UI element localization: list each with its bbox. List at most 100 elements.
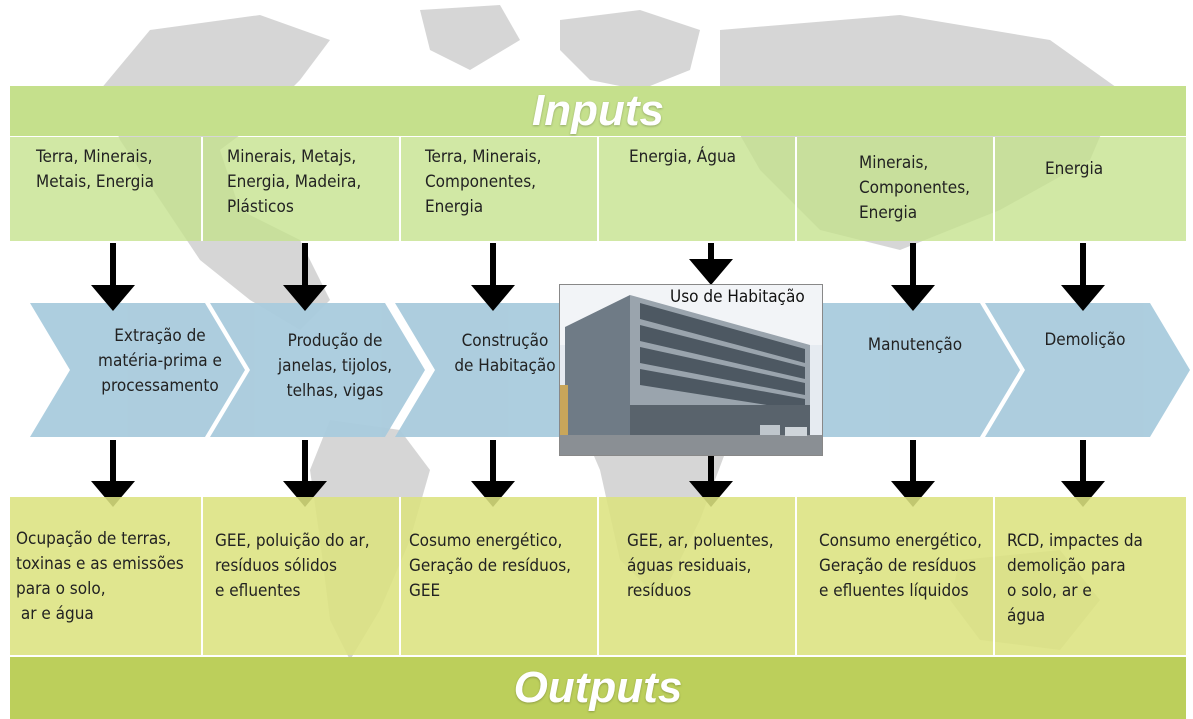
inputs-header: Inputs bbox=[10, 86, 1186, 136]
output-text-4: GEE, ar, poluentes, águas residuais, resíd… bbox=[627, 529, 789, 604]
text-line: Terra, Minerais, bbox=[36, 147, 153, 167]
text-line: Energia, Madeira, bbox=[227, 172, 362, 192]
text-line: Demolição bbox=[1044, 330, 1126, 350]
input-cell-6: Energia bbox=[995, 137, 1186, 241]
input-text-4: Energia, Água bbox=[629, 145, 787, 170]
text-line: Geração de resíduos, bbox=[409, 556, 572, 576]
text-line: Plásticos bbox=[227, 197, 294, 217]
text-line: Terra, Minerais, bbox=[425, 147, 542, 167]
step-text-6: Demolição bbox=[1030, 328, 1140, 353]
output-arrow-4 bbox=[689, 455, 733, 507]
step-text-5: Manutenção bbox=[850, 333, 980, 358]
text-line: Uso de Habitação bbox=[670, 287, 805, 307]
text-line: o solo, ar e bbox=[1007, 581, 1092, 601]
step-text-4: Uso de Habitação bbox=[670, 287, 805, 307]
output-text-5: Consumo energético, Geração de resíduos e … bbox=[819, 529, 987, 604]
text-line: Consumo energético, bbox=[819, 531, 983, 551]
output-text-2: GEE, poluição do ar, resíduos sólidos e ef… bbox=[215, 529, 393, 604]
text-line: Cosumo energético, bbox=[409, 531, 563, 551]
input-cell-4: Energia, Água bbox=[599, 137, 797, 241]
input-arrow-5 bbox=[891, 243, 935, 311]
input-cell-1: Terra, Minerais, Metais, Energia bbox=[10, 137, 203, 241]
building-illustration bbox=[560, 285, 822, 455]
input-text-2: Minerais, Metajs, Energia, Madeira, Plásti… bbox=[227, 145, 391, 220]
chevron-3 bbox=[395, 303, 605, 437]
output-cell-1: Ocupação de terras, toxinas e as emissões… bbox=[10, 497, 203, 655]
text-line: GEE bbox=[409, 581, 441, 601]
input-arrow-1 bbox=[91, 243, 135, 311]
text-line: e efluentes bbox=[215, 581, 301, 601]
output-arrow-6 bbox=[1061, 440, 1105, 507]
output-arrow-5 bbox=[891, 440, 935, 507]
map-greenland bbox=[420, 5, 520, 70]
step-label-2: Produção de janelas, tijolos, telhas, viga… bbox=[255, 329, 415, 404]
output-text-3: Cosumo energético, Geração de resíduos, GE… bbox=[409, 529, 591, 604]
input-text-6: Energia bbox=[1045, 157, 1178, 182]
text-line: Minerais, Metajs, bbox=[227, 147, 357, 167]
step-label-4: Uso de Habitação bbox=[670, 287, 805, 307]
text-line: janelas, tijolos, bbox=[277, 356, 393, 376]
text-line: Metais, Energia bbox=[36, 172, 154, 192]
text-line: Minerais, bbox=[859, 153, 929, 173]
text-line: Energia bbox=[425, 197, 484, 217]
map-europe bbox=[560, 10, 700, 90]
text-line: resíduos bbox=[627, 581, 692, 601]
text-line: de Habitação bbox=[454, 356, 556, 376]
input-text-1: Terra, Minerais, Metais, Energia bbox=[36, 145, 193, 195]
text-line: GEE, ar, poluentes, bbox=[627, 531, 774, 551]
input-arrow-4 bbox=[689, 243, 733, 285]
text-line: demolição para bbox=[1007, 556, 1126, 576]
outputs-header: Outputs bbox=[10, 657, 1186, 719]
output-cell-2: GEE, poluição do ar, resíduos sólidos e ef… bbox=[203, 497, 401, 655]
text-line: resíduos sólidos bbox=[215, 556, 337, 576]
chevron-1 bbox=[30, 303, 245, 437]
input-cell-5: Minerais, Componentes, Energia bbox=[797, 137, 995, 241]
input-cell-2: Minerais, Metajs, Energia, Madeira, Plásti… bbox=[203, 137, 401, 241]
text-line: Componentes, bbox=[859, 178, 971, 198]
input-text-3: Terra, Minerais, Componentes, Energia bbox=[425, 145, 589, 220]
text-line: para o solo, bbox=[16, 579, 106, 599]
text-line: Energia, Água bbox=[629, 147, 737, 167]
step-label-5: Manutenção bbox=[850, 333, 980, 358]
input-arrow-6 bbox=[1061, 243, 1105, 311]
chevron-4 bbox=[770, 303, 1020, 437]
output-arrow-2 bbox=[283, 440, 327, 507]
input-text-5: Minerais, Componentes, Energia bbox=[859, 151, 985, 226]
text-line: toxinas e as emissões bbox=[16, 554, 184, 574]
text-line: e efluentes líquidos bbox=[819, 581, 969, 601]
text-line: GEE, poluição do ar, bbox=[215, 531, 370, 551]
text-line: água bbox=[1007, 606, 1046, 626]
output-text-1: Ocupação de terras, toxinas e as emissões… bbox=[16, 527, 195, 627]
text-line: Manutenção bbox=[867, 335, 963, 355]
output-cell-5: Consumo energético, Geração de resíduos e … bbox=[797, 497, 995, 655]
text-line: matéria-prima e bbox=[98, 351, 222, 371]
input-arrow-3 bbox=[471, 243, 515, 311]
chevron-5 bbox=[985, 303, 1190, 437]
text-line: Energia bbox=[1045, 159, 1104, 179]
text-line: águas residuais, bbox=[627, 556, 752, 576]
step-label-3: Construção de Habitação bbox=[440, 329, 570, 379]
output-arrow-1 bbox=[91, 440, 135, 507]
step-text-2: Produção de janelas, tijolos, telhas, viga… bbox=[255, 329, 415, 404]
chevron-2 bbox=[210, 303, 425, 437]
step-label-6: Demolição bbox=[1030, 328, 1140, 353]
text-line: RCD, impactes da bbox=[1007, 531, 1143, 551]
text-line: Construção bbox=[461, 331, 549, 351]
text-line: Produção de bbox=[287, 331, 383, 351]
text-line: Extração de bbox=[114, 326, 206, 346]
text-line: Componentes, bbox=[425, 172, 537, 192]
output-arrow-3 bbox=[471, 440, 515, 507]
building-photo bbox=[559, 284, 823, 456]
output-cell-6: RCD, impactes da demolição para o solo, ar… bbox=[995, 497, 1186, 655]
step-text-3: Construção de Habitação bbox=[440, 329, 570, 379]
input-cell-3: Terra, Minerais, Componentes, Energia bbox=[401, 137, 599, 241]
text-line: Ocupação de terras, bbox=[16, 529, 172, 549]
input-arrow-2 bbox=[283, 243, 327, 311]
text-line: Energia bbox=[859, 203, 918, 223]
text-line: telhas, vigas bbox=[286, 381, 384, 401]
output-text-6: RCD, impactes da demolição para o solo, ar… bbox=[1007, 529, 1180, 629]
text-line: ar e água bbox=[16, 604, 94, 624]
text-line: Geração de resíduos bbox=[819, 556, 977, 576]
